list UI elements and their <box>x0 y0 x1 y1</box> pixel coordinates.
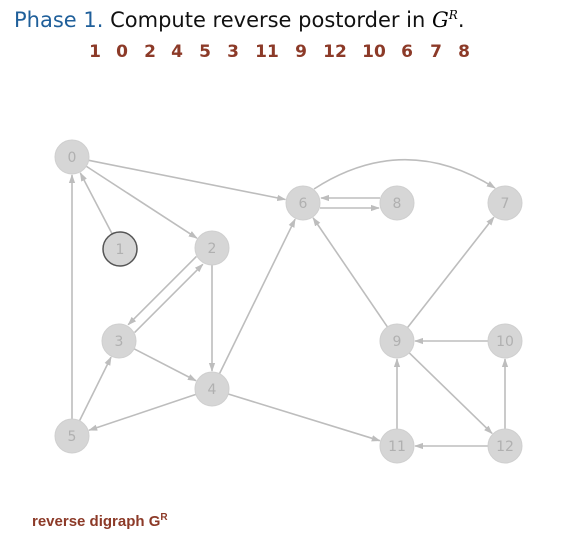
edge-0-to-6 <box>88 159 287 201</box>
node-label-1: 1 <box>116 242 125 258</box>
node-3: 3 <box>101 323 137 359</box>
node-circle-1 <box>102 231 138 267</box>
phase-label: Phase 1. <box>14 8 104 32</box>
node-circle-0 <box>54 139 90 175</box>
node-circle-3 <box>101 323 137 359</box>
node-label-2: 2 <box>208 241 217 257</box>
edge-3-to-2 <box>133 263 204 334</box>
title-text: Compute reverse postorder in <box>110 8 426 32</box>
edge-1-to-0 <box>79 172 113 235</box>
node-5: 5 <box>54 418 90 454</box>
node-circle-9 <box>379 323 415 359</box>
node-circle-5 <box>54 418 90 454</box>
node-label-12: 12 <box>496 439 514 455</box>
node-label-3: 3 <box>115 334 124 350</box>
node-circle-12 <box>487 428 523 464</box>
node-label-4: 4 <box>208 382 217 398</box>
graph-symbol-sup: R <box>448 8 458 22</box>
edge-2-to-3 <box>127 255 198 326</box>
node-12: 12 <box>487 428 523 464</box>
node-circle-7 <box>487 185 523 221</box>
order-item-10: 10 <box>362 42 386 62</box>
order-item-8: 8 <box>458 42 470 62</box>
order-item-9: 9 <box>295 42 307 62</box>
title-period: . <box>457 8 465 32</box>
edge-layer <box>68 159 509 450</box>
node-label-9: 9 <box>393 334 402 350</box>
node-8: 8 <box>379 185 415 221</box>
node-0: 0 <box>54 139 90 175</box>
edge-5-to-3 <box>78 356 112 422</box>
node-circle-4 <box>194 371 230 407</box>
page-title: Phase 1. Compute reverse postorder in GR… <box>14 8 465 32</box>
edge-4-to-11 <box>228 393 381 442</box>
edge-9-to-7 <box>406 216 495 329</box>
edge-9-to-6 <box>312 217 389 328</box>
node-label-11: 11 <box>388 439 406 455</box>
node-2: 2 <box>194 230 230 266</box>
order-item-12: 12 <box>323 42 347 62</box>
order-item-7: 7 <box>430 42 442 62</box>
graph-symbol-letter: G <box>432 8 449 32</box>
node-10: 10 <box>487 323 523 359</box>
node-circle-6 <box>285 185 321 221</box>
edge-4-to-5 <box>88 393 197 432</box>
node-label-10: 10 <box>496 334 514 350</box>
order-item-3: 3 <box>227 42 239 62</box>
node-label-7: 7 <box>501 196 510 212</box>
edge-6-to-7 <box>313 159 496 190</box>
node-circle-2 <box>194 230 230 266</box>
node-7: 7 <box>487 185 523 221</box>
order-item-2: 2 <box>144 42 156 62</box>
graph-symbol: GR <box>432 8 458 32</box>
node-6: 6 <box>285 185 321 221</box>
node-11: 11 <box>379 428 415 464</box>
caption-sup: R <box>160 512 168 523</box>
node-circle-11 <box>379 428 415 464</box>
node-circle-10 <box>487 323 523 359</box>
edge-3-to-4 <box>133 348 197 382</box>
edge-4-to-6 <box>218 218 296 375</box>
order-item-1: 1 <box>89 42 101 62</box>
edge-9-to-12 <box>408 352 493 435</box>
node-label-5: 5 <box>68 429 77 445</box>
edge-0-to-2 <box>85 165 198 239</box>
order-item-11: 11 <box>255 42 279 62</box>
node-4: 4 <box>194 371 230 407</box>
node-circle-8 <box>379 185 415 221</box>
node-label-0: 0 <box>68 150 77 166</box>
order-item-6: 6 <box>401 42 413 62</box>
node-1: 1 <box>102 231 138 267</box>
order-item-5: 5 <box>199 42 211 62</box>
order-item-4: 4 <box>171 42 183 62</box>
caption-text: reverse digraph G <box>32 513 161 530</box>
node-label-6: 6 <box>299 196 308 212</box>
node-9: 9 <box>379 323 415 359</box>
order-item-0: 0 <box>116 42 128 62</box>
graph-caption: reverse digraph GR <box>32 512 168 530</box>
node-label-8: 8 <box>393 196 402 212</box>
